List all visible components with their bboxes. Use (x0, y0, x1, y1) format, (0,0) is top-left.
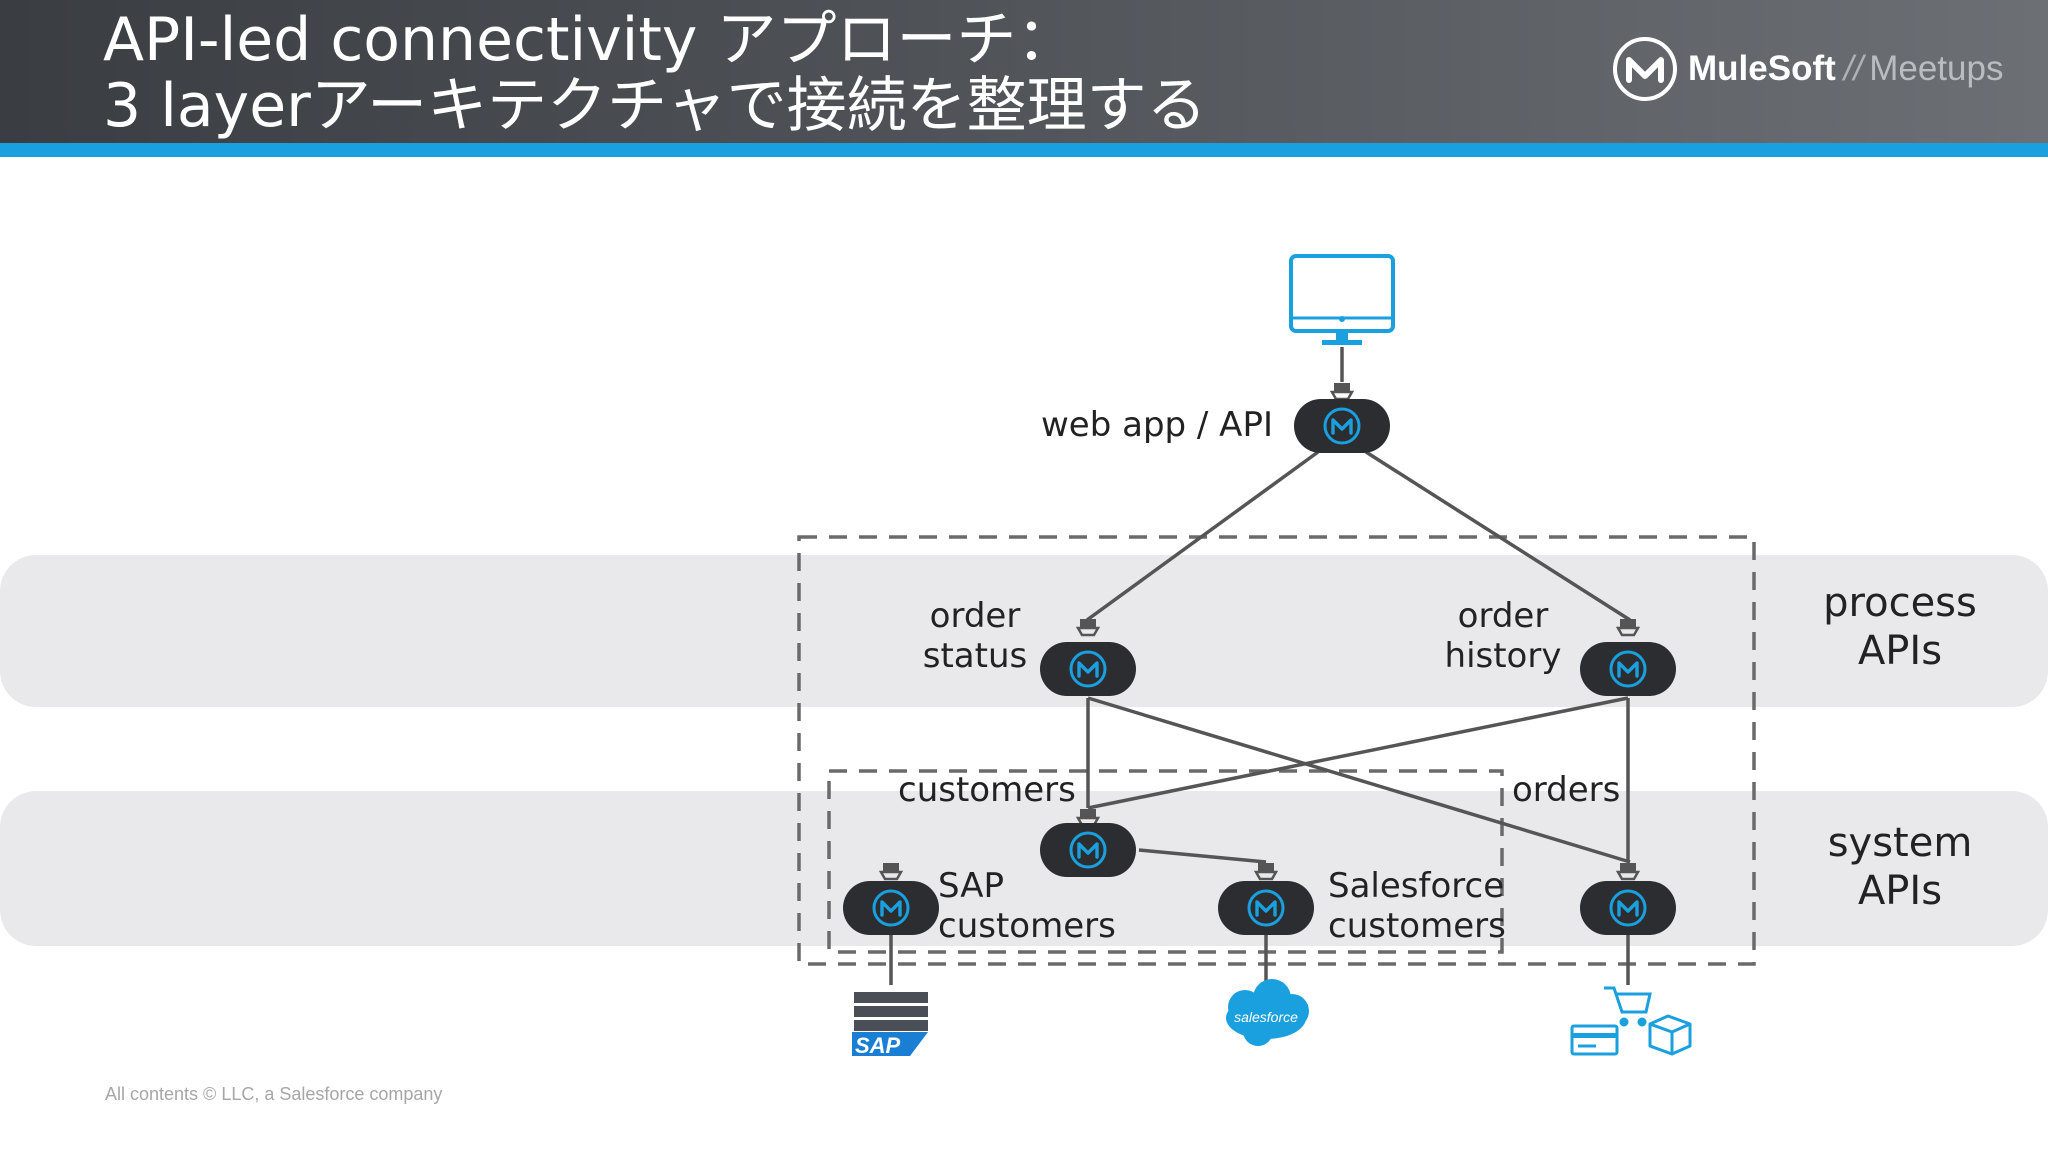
order-history-label: order history (1440, 596, 1566, 676)
mulesoft-logo-icon (1613, 37, 1677, 101)
salesforce-customers-label-line-2: customers (1328, 906, 1506, 946)
brand-subtitle: Meetups (1869, 49, 2004, 88)
system-apis-label-line-1: system (1827, 820, 1973, 866)
system-apis-label: system APIs (1790, 819, 2010, 915)
brand-separator: // (1843, 49, 1864, 88)
brand-name: MuleSoft (1688, 49, 1836, 88)
order-status-node (1038, 640, 1138, 698)
salesforce-cloud-icon: salesforce (1226, 979, 1309, 1046)
salesforce-customers-label: Salesforce customers (1328, 866, 1506, 946)
customers-boundary-dashed (827, 769, 1504, 954)
process-layer-band (0, 555, 2048, 707)
api-boundary-dashed (797, 535, 1756, 966)
boxes-icon (1648, 1014, 1692, 1056)
customers-label: customers (898, 770, 1076, 810)
system-apis-label-line-2: APIs (1857, 868, 1943, 914)
order-status-label-line-2: status (922, 636, 1028, 676)
orders-label: orders (1512, 770, 1621, 810)
orders-node (1578, 879, 1678, 937)
order-status-label: order status (918, 596, 1032, 676)
monitor-icon (1289, 254, 1395, 345)
order-history-label-line-1: order (1457, 596, 1549, 636)
web-app-api-node (1292, 397, 1392, 455)
credit-card-icon (1570, 1024, 1619, 1056)
sap-logo-text: SAP (855, 1033, 901, 1058)
shopping-cart-icon (1604, 986, 1652, 1027)
sap-customers-node (841, 879, 941, 937)
slide-header: API-led connectivity アプローチ： 3 layerアーキテク… (0, 0, 2048, 143)
copyright-footer: All contents © LLC, a Salesforce company (105, 1084, 443, 1104)
order-history-node (1578, 640, 1678, 698)
salesforce-customers-node (1216, 879, 1316, 937)
salesforce-customers-label-line-1: Salesforce (1328, 866, 1505, 906)
connection-lines (889, 347, 1631, 985)
process-apis-label: process APIs (1790, 579, 2010, 675)
web-app-api-label: web app / API (1041, 405, 1273, 445)
process-apis-label-line-1: process (1823, 580, 1977, 626)
order-history-label-line-2: history (1444, 636, 1562, 676)
sap-customers-label-line-1: SAP (938, 866, 1004, 906)
order-status-label-line-1: order (929, 596, 1021, 636)
sap-customers-label: SAP customers (938, 866, 1116, 946)
header-accent-stripe (0, 143, 2048, 157)
process-apis-label-line-2: APIs (1857, 628, 1943, 674)
slide-title-line-1: API-led connectivity アプローチ： (103, 5, 1077, 75)
sap-customers-label-line-2: customers (938, 906, 1116, 946)
slide-title-line-2: 3 layerアーキテクチャで接続を整理する (103, 71, 1207, 141)
sap-server-icon: SAP (852, 992, 928, 1058)
mulesoft-meetups-brand: MuleSoft // Meetups (1612, 36, 2003, 102)
salesforce-logo-text: salesforce (1234, 1009, 1298, 1025)
system-layer-band (0, 791, 2048, 946)
